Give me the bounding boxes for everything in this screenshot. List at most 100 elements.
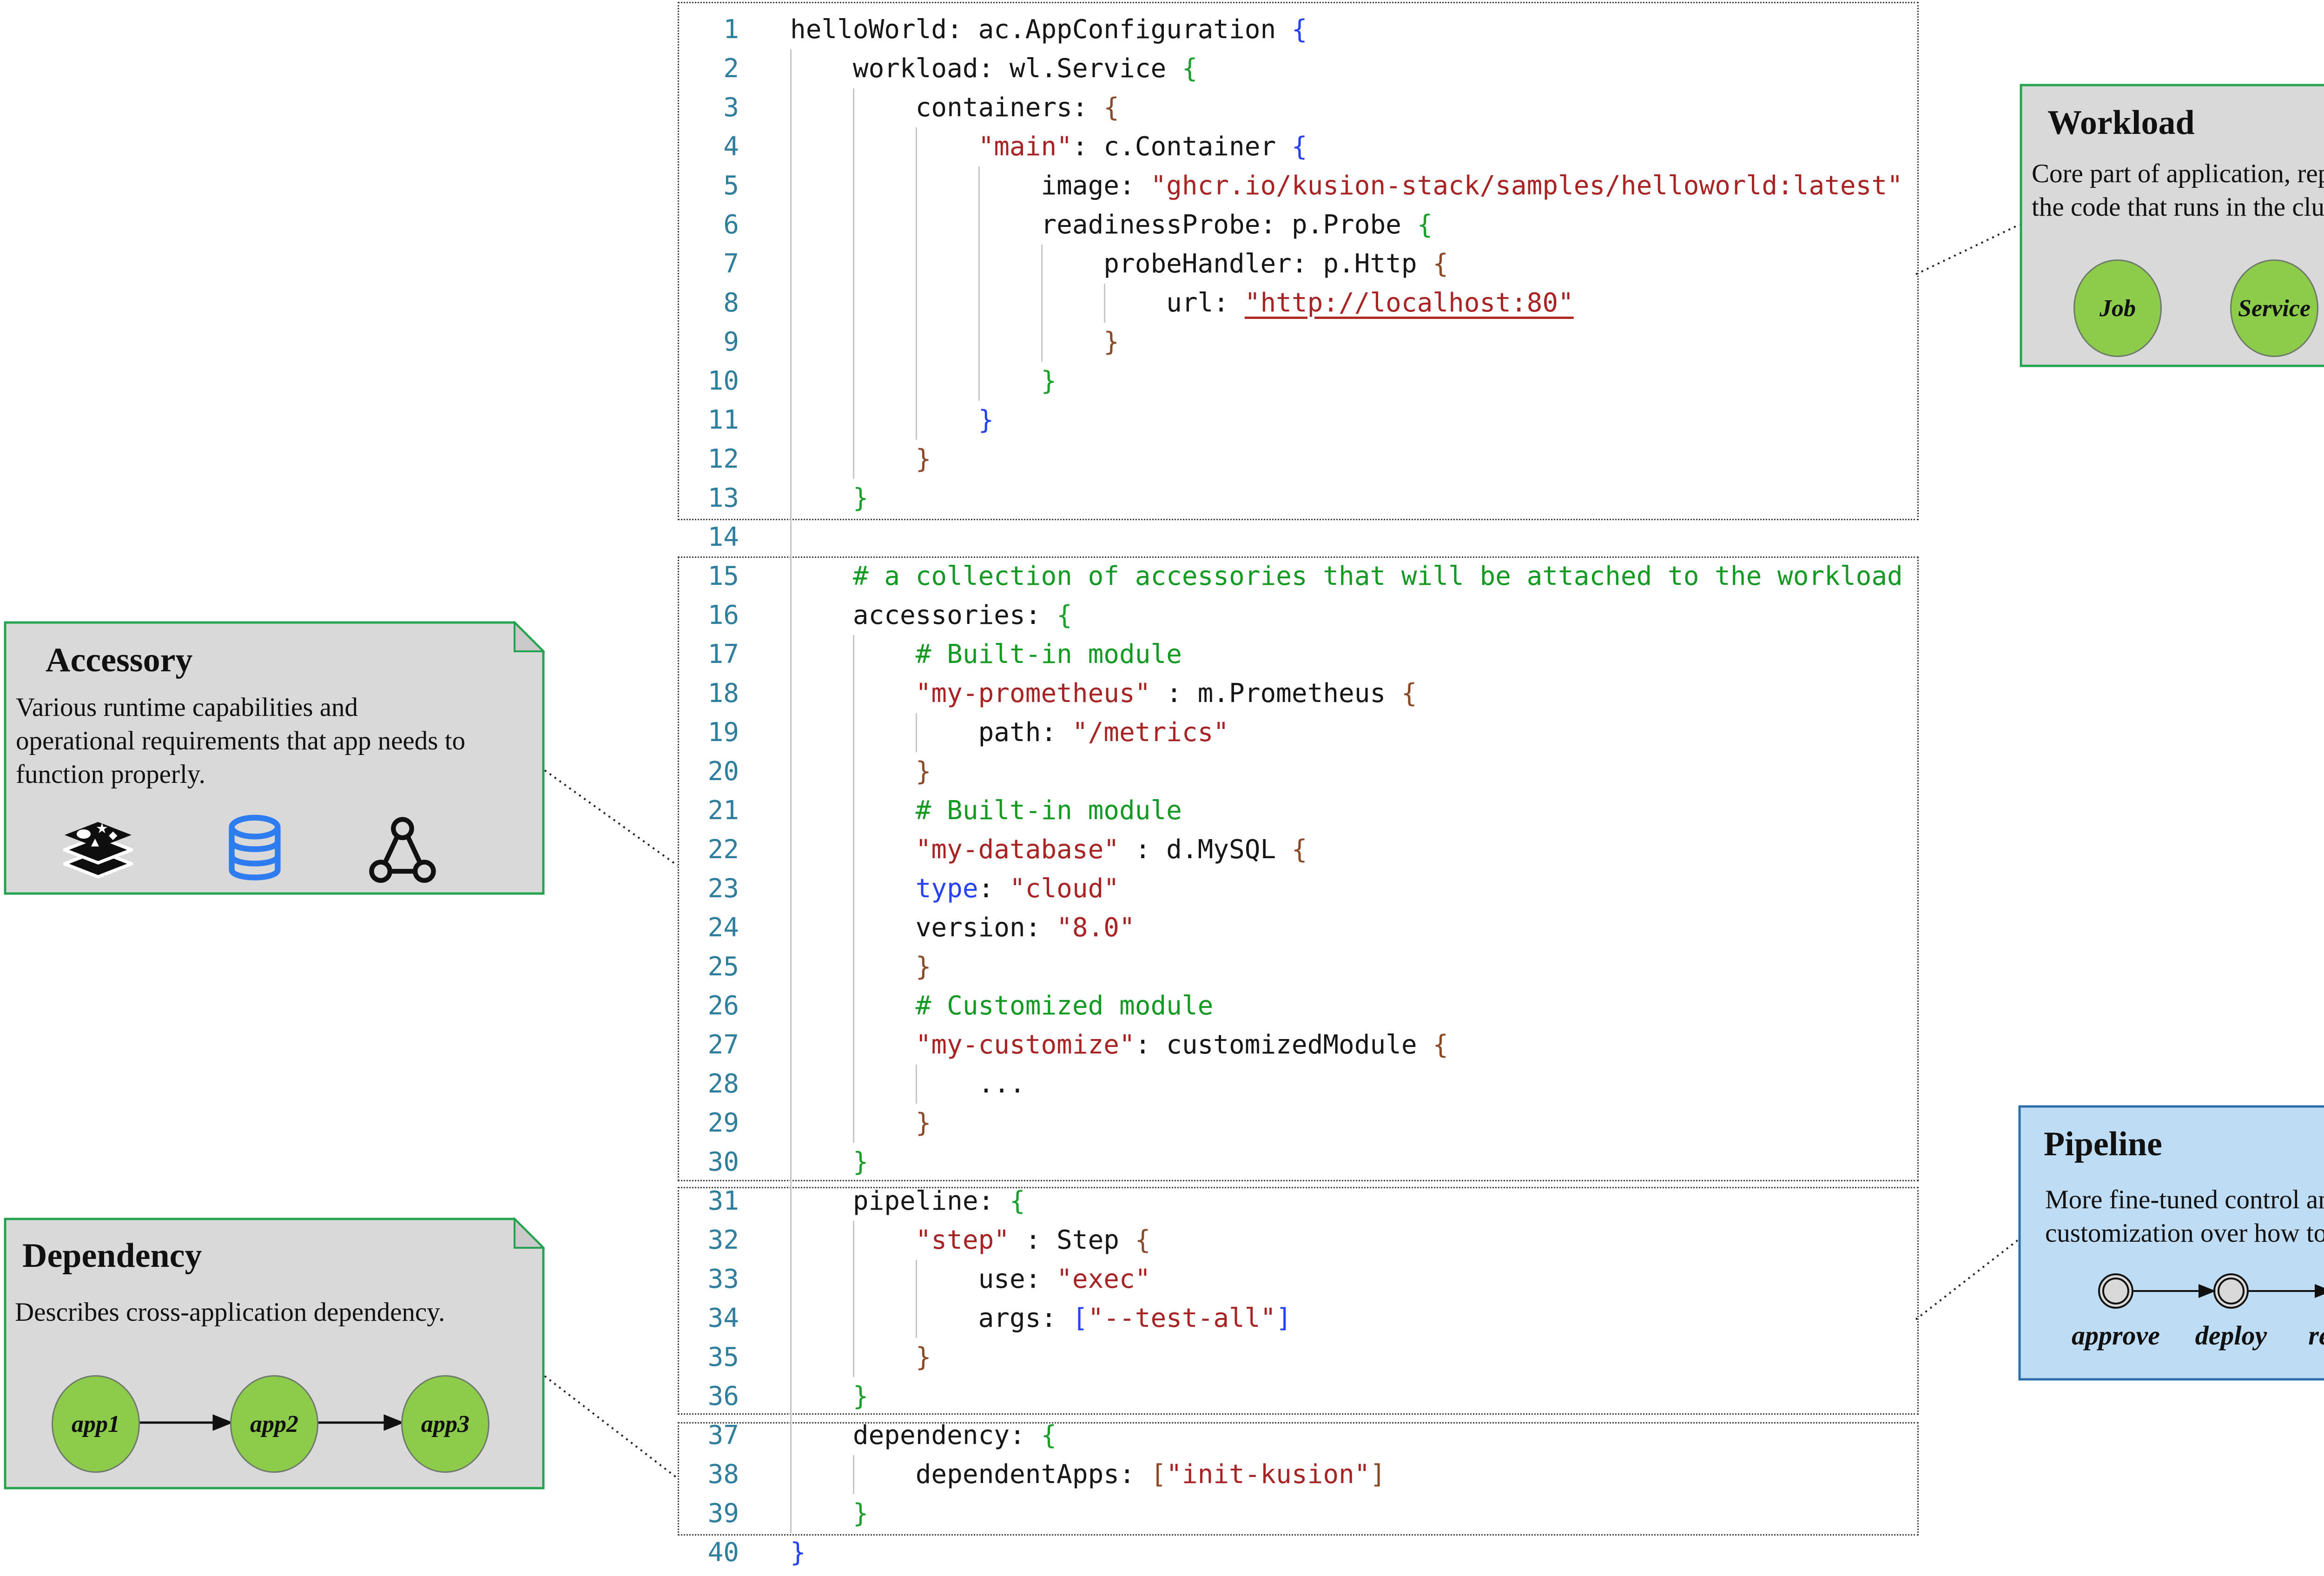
line-number: 22 bbox=[707, 834, 739, 865]
database-icon bbox=[229, 814, 281, 881]
indent-guide bbox=[790, 284, 792, 323]
code-line-11: 11 } bbox=[678, 401, 1916, 440]
code-line-32: 32 "step" : Step { bbox=[678, 1221, 1916, 1260]
note-shape bbox=[2018, 1105, 2324, 1381]
line-number: 24 bbox=[707, 913, 739, 943]
code-text: # Built-in module bbox=[915, 795, 1182, 826]
line-number: 28 bbox=[707, 1069, 739, 1099]
indent-guide bbox=[852, 752, 854, 791]
indent-guide bbox=[852, 323, 854, 362]
code-text: } bbox=[915, 1108, 931, 1138]
indent-guide bbox=[790, 518, 792, 557]
indent-guide bbox=[915, 127, 917, 166]
code-line-25: 25 } bbox=[678, 947, 1916, 987]
code-text: readinessProbe: p.Probe { bbox=[1041, 210, 1433, 240]
indent-guide bbox=[1041, 323, 1043, 362]
code-line-14: 14 bbox=[678, 518, 1916, 557]
code-text: "my-prometheus" : m.Prometheus { bbox=[915, 678, 1417, 709]
indent-guide bbox=[915, 1260, 917, 1299]
indent-guide bbox=[852, 908, 854, 947]
indent-guide bbox=[790, 635, 792, 674]
code-text: path: "/metrics" bbox=[978, 717, 1229, 748]
code-line-15: 15 # a collection of accessories that wi… bbox=[678, 557, 1916, 596]
line-number: 3 bbox=[723, 93, 739, 123]
dependency-node-app3-label: app3 bbox=[421, 1410, 469, 1437]
code-text: } bbox=[978, 405, 994, 435]
indent-guide bbox=[852, 1026, 854, 1065]
code-section-accessories-frame bbox=[678, 556, 1919, 1181]
indent-guide bbox=[790, 869, 792, 908]
accessory-body: Various runtime capabilities and operati… bbox=[16, 691, 465, 791]
code-text: type: "cloud" bbox=[915, 874, 1120, 904]
accessory-title: Accessory bbox=[46, 641, 193, 679]
indent-guide bbox=[852, 1338, 854, 1377]
line-number: 9 bbox=[723, 327, 739, 357]
folded-corner-icon bbox=[514, 1218, 545, 1249]
indent-guide bbox=[790, 1260, 792, 1299]
indent-guide bbox=[1041, 284, 1043, 323]
indent-guide bbox=[790, 245, 792, 284]
pipeline-body-line1: More fine-tuned control and bbox=[2045, 1185, 2324, 1214]
line-number: 30 bbox=[707, 1147, 739, 1177]
code-text: } bbox=[1041, 366, 1057, 396]
pipeline-callout: Pipeline More fine-tuned control and cus… bbox=[2018, 1105, 2324, 1381]
code-text: # a collection of accessories that will … bbox=[852, 561, 1903, 591]
code-text: } bbox=[915, 1342, 931, 1372]
indent-guide bbox=[852, 869, 854, 908]
accessory-body-line2: operational requirements that app needs … bbox=[16, 726, 466, 755]
indent-guide bbox=[790, 830, 792, 869]
code-text: dependentApps: ["init-kusion"] bbox=[915, 1459, 1386, 1490]
pipeline-step-release-label: release bbox=[2308, 1320, 2324, 1351]
code-line-31: 31 pipeline: { bbox=[678, 1182, 1916, 1221]
indent-guide bbox=[852, 635, 854, 674]
line-number: 2 bbox=[723, 53, 739, 84]
indent-guide bbox=[852, 674, 854, 713]
code-text: accessories: { bbox=[852, 600, 1072, 630]
code-section-dependency-frame bbox=[678, 1422, 1919, 1536]
code-line-39: 39 } bbox=[678, 1494, 1916, 1533]
indent-guide bbox=[790, 1494, 792, 1533]
accessory-body-line1: Various runtime capabilities and bbox=[16, 693, 358, 722]
workload-body-line2: the code that runs in the cluster. bbox=[2032, 192, 2324, 222]
code-section-workload-frame bbox=[678, 2, 1919, 520]
line-number: 36 bbox=[707, 1381, 739, 1411]
code-line-2: 2 workload: wl.Service { bbox=[678, 49, 1916, 88]
line-number: 8 bbox=[723, 288, 739, 318]
line-number: 39 bbox=[707, 1498, 739, 1529]
pipeline-step-approve-label: approve bbox=[2071, 1320, 2160, 1351]
code-text: "my-database" : d.MySQL { bbox=[915, 834, 1307, 865]
indent-guide bbox=[1041, 245, 1043, 284]
code-text: } bbox=[915, 756, 931, 787]
line-number: 10 bbox=[707, 366, 739, 396]
indent-guide bbox=[852, 1455, 854, 1494]
indent-guide bbox=[790, 166, 792, 205]
indent-guide bbox=[790, 987, 792, 1026]
code-line-38: 38 dependentApps: ["init-kusion"] bbox=[678, 1455, 1916, 1494]
indent-guide bbox=[790, 401, 792, 440]
code-text: probeHandler: p.Http { bbox=[1103, 249, 1449, 279]
code-text: helloWorld: ac.AppConfiguration { bbox=[790, 14, 1307, 45]
indent-guide bbox=[852, 440, 854, 479]
code-text: pipeline: { bbox=[852, 1186, 1025, 1216]
code-text: } bbox=[1103, 327, 1120, 357]
indent-guide bbox=[852, 1221, 854, 1260]
workload-node-job: Job bbox=[2073, 259, 2162, 357]
accessory-callout: Accessory Various runtime capabilities a… bbox=[4, 621, 545, 895]
line-number: 37 bbox=[707, 1420, 739, 1450]
indent-guide bbox=[790, 908, 792, 947]
line-number: 34 bbox=[707, 1303, 739, 1333]
code-text: "main": c.Container { bbox=[978, 132, 1307, 162]
indent-guide bbox=[790, 791, 792, 830]
indent-guide bbox=[852, 1299, 854, 1338]
code-line-24: 24 version: "8.0" bbox=[678, 908, 1916, 947]
indent-guide bbox=[915, 362, 917, 401]
indent-guide bbox=[978, 362, 980, 401]
indent-guide bbox=[790, 752, 792, 791]
code-text bbox=[790, 518, 853, 557]
indent-guide bbox=[790, 1416, 792, 1455]
code-text: } bbox=[790, 1537, 806, 1568]
svg-text:◆: ◆ bbox=[109, 828, 118, 841]
indent-guide bbox=[915, 323, 917, 362]
line-number: 19 bbox=[707, 717, 739, 748]
